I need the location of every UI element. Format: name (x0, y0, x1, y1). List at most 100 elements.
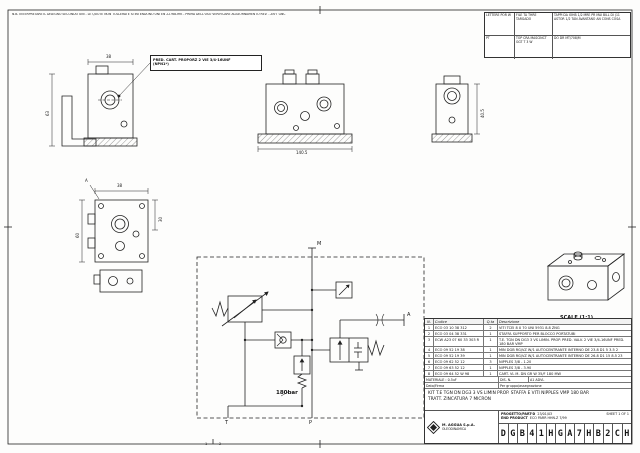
signature-row: Data/Firma Per gruppo/assegnazione (425, 383, 631, 390)
bom-cell-code: ECO 09 52 19 39 (434, 353, 484, 359)
bom-row: 7 ECO 09 63 52 12 1 NIPPLES 3/8 - 3.90 (425, 365, 631, 372)
bom-cell-code: ECO 03 04 38 331 (434, 331, 484, 337)
bom-cell-n: 2 (425, 331, 434, 337)
kit-description-line1: KIT T.E TGN DN DG3 3 VS LIMIN PROP. STAF… (428, 391, 590, 397)
bom-cell-desc: NIPPLES 3/8 - 1.20 (499, 359, 532, 364)
drawing-code-char: B (593, 424, 603, 443)
bom-cell-qty: 1 (484, 337, 498, 347)
drawing-code-char: H (545, 424, 556, 443)
drawing-code-char: 1 (536, 424, 546, 443)
bom-cell-desc: MIN DGB RG/VZ W/1 AUTOCENTRANTE INTERNO … (499, 347, 619, 352)
bom-cell-n: 1 (425, 325, 434, 331)
rev-cell: TAPPI DA IOHB 1/2 MRE PR MAI BILL DI (11… (553, 13, 630, 36)
zone-mark-2: 2 (219, 442, 222, 446)
drawing-code-char: 7 (574, 424, 584, 443)
port-a-label: A (407, 312, 411, 318)
drawing-code-char: H (621, 424, 632, 443)
bom-cell-desc: MIN DGB RG/VZ W/1 AUTOCENTRANTE INTERNO … (499, 353, 623, 358)
bom-row: 2 ECO 03 04 38 331 1 STAFFA SUPPORTO PER… (425, 331, 631, 338)
port-p-label: P (309, 420, 313, 426)
bom-row: 4 ECO 09 52 19 38 1 MIN DGB RG/VZ W/1 AU… (425, 347, 631, 354)
bom-row: 1 ECO 03 10 38 312 2 VITI TCEI 8 X 70 UN… (425, 325, 631, 332)
product-value: ECO PARR HHN.Z 7/99 (529, 416, 567, 421)
drawing-code-char: G (555, 424, 565, 443)
revision-table: LETTERE POR W FILE TA THRE TARGADO TAPPI… (484, 12, 631, 59)
bom-cell-desc: NIPPLES 3/8 - 3.90 (499, 365, 532, 370)
bom-row: 6 ECO 09 62 52 12 3 NIPPLES 3/8 - 1.20 (425, 359, 631, 366)
project-label: PROGETTO/PART-D (501, 412, 536, 416)
material-row: MATERIALE : 0.5uF DIS. N. A1 ADVL (425, 377, 631, 384)
bom-header-n: N. (425, 319, 434, 325)
drawing-code-char: 4 (526, 424, 537, 443)
drawing-code: D G B 4 1 H G A 7 H B 2 C H (499, 424, 631, 443)
product-label: END PRODUCT (501, 416, 528, 421)
sheet-disclaimer-note: N.B. INTERPRETARE IL DISEGNO SECONDO UNI… (12, 13, 286, 16)
bom-cell-n: 8 (425, 371, 434, 377)
company-cell: M. AGGUA S.p.A. OLEODINAMICA (425, 411, 499, 443)
bom-cell-n: 7 (425, 365, 434, 371)
callout-line1: PRED. CART. PROPORZ 2 VIE 3/4-16UNF (153, 57, 231, 62)
bom-cell-n: 5 (425, 353, 434, 359)
bom-cell-n: 4 (425, 347, 434, 353)
dim-block-width: 38 (117, 183, 123, 188)
port-t-label: T (225, 420, 229, 426)
bom-cell-qty: 1 (484, 347, 498, 353)
drawing-code-char: G (507, 424, 518, 443)
kit-description: KIT T.E TGN DN DG3 3 VS LIMIN PROP. STAF… (425, 389, 631, 411)
dim-left-height: 63 (45, 110, 50, 116)
data-firma-label: Data/Firma (425, 383, 499, 389)
bom-cell-qty: 1 (484, 331, 498, 337)
drawing-code-char: H (583, 424, 594, 443)
rev-cell: DO DR MT/708/M (554, 36, 581, 40)
bom-cell-desc: VITI TCEI 8 X 70 UNI 5931 8.8 ZNG (499, 325, 560, 330)
bom-cell-desc: T.E. TGN DN DG3 3 VS LIMIN. PROP. PRED. … (499, 337, 625, 346)
bom-cell-code: ECO 09 63 52 12 (434, 365, 484, 371)
dim-block-height: 60 (75, 232, 80, 238)
dim-block-side: 30 (158, 216, 163, 222)
drawing-code-char: A (564, 424, 575, 443)
bom-row: 3 ECW A23 07 60 33 303 R 1 T.E. TGN DN D… (425, 337, 631, 348)
port-m-label: M (317, 241, 322, 247)
project-info: PROGETTO/PART-D 23/01/03 END PRODUCT ECO… (499, 411, 631, 424)
gruppo-label: Per gruppo/assegnazione (500, 383, 542, 388)
drawing-code-char: D (500, 428, 506, 439)
bom-header-code: Codice (434, 319, 484, 325)
bom-cell-code: ECW A23 07 60 33 303 R (434, 337, 484, 347)
rev-cell: FILE TA THRE TARGADO (515, 13, 553, 36)
bom-cell-qty: 2 (484, 325, 498, 331)
kit-description-line2: TRATT. ZINCATURA 7 MICRON (428, 396, 492, 402)
callout-line2: (NPN1*) (153, 62, 169, 67)
bom-cell-n: 3 (425, 337, 434, 347)
zone-mark-1: 1 (205, 442, 208, 446)
dim-center-width: 140.5 (296, 150, 308, 155)
bom-cell-n: 6 (425, 359, 434, 365)
bom-cell-code: ECO 09 52 19 38 (434, 347, 484, 353)
drawing-code-char: B (517, 424, 527, 443)
material-label: MATERIALE : 0.5uF (425, 377, 499, 383)
rev-label: A1 ADVL (530, 377, 545, 382)
bom-header-qty: Q.ta (484, 319, 498, 325)
dim-right-height: 40.5 (480, 109, 485, 118)
bom-cell-desc: STAFFA SUPPORTO PER BLOCCO PORTATUBI (499, 331, 576, 336)
company-subtitle: OLEODINAMICA (442, 427, 467, 431)
bom-row: 8 ECO 09 64 52 W 98 1 CART. VL M. DN GR … (425, 371, 631, 378)
bom-cell-code: ECO 09 64 52 W 98 (434, 371, 484, 377)
bom-cell-qty: 1 (484, 365, 498, 371)
title-block-right: PROGETTO/PART-D 23/01/03 END PRODUCT ECO… (499, 411, 631, 443)
title-block: M. AGGUA S.p.A. OLEODINAMICA PROGETTO/PA… (425, 411, 631, 443)
company-name: M. AGGUA S.p.A. (442, 423, 475, 427)
pressure-setting-label: 180bar (276, 390, 298, 396)
cartridge-callout: PRED. CART. PROPORZ 2 VIE 3/4-16UNF (NPN… (150, 55, 262, 71)
bom-row: 5 ECO 09 52 19 39 1 MIN DGB RG/VZ W/1 AU… (425, 353, 631, 360)
company-logo-icon (427, 420, 440, 434)
drawing-code-char: C (612, 424, 622, 443)
rev-cell: PT (485, 36, 515, 59)
sheet-info: SHEET 1 OF 1 (606, 412, 629, 416)
bom-cell-qty: 3 (484, 359, 498, 365)
datum-label: A (85, 178, 88, 183)
bom-cell-code: ECO 03 10 38 312 (434, 325, 484, 331)
bom-cell-desc: CART. VL M. DN GR W 35/F 180 MW (499, 371, 561, 376)
project-date: 23/01/03 (537, 412, 553, 416)
